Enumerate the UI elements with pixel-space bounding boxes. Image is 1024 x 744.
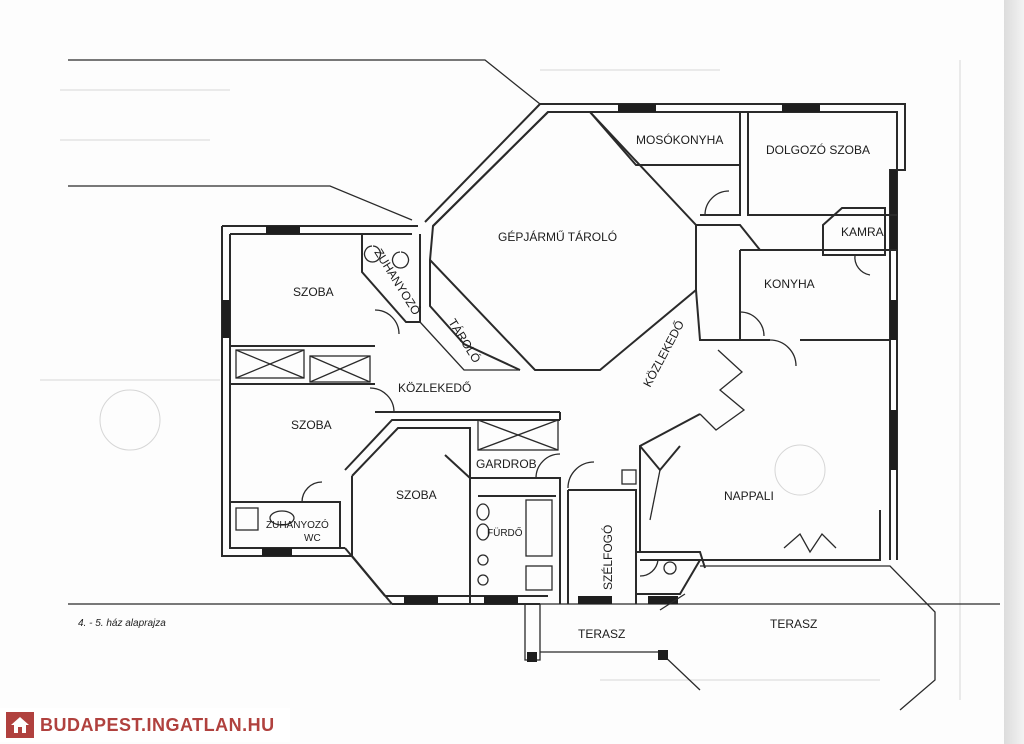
label-nappali: NAPPALI <box>724 489 774 503</box>
house-icon <box>6 712 34 738</box>
label-konyha: KONYHA <box>764 277 815 291</box>
label-szoba-2: SZOBA <box>291 418 332 432</box>
west-rooms <box>230 309 400 548</box>
label-szoba-1: SZOBA <box>293 285 334 299</box>
label-gardrob: GARDROB <box>476 457 537 471</box>
label-kozlekedo-1: KÖZLEKEDŐ <box>398 380 471 395</box>
label-terasz-2: TERASZ <box>770 617 817 631</box>
corridor-east <box>559 224 881 604</box>
north-rooms <box>589 111 897 216</box>
label-dolgozo-szoba: DOLGOZÓ SZOBA <box>766 142 870 157</box>
site-boundary <box>68 59 1000 605</box>
scan-edge <box>1004 0 1024 744</box>
label-terasz-1: TERASZ <box>578 627 625 641</box>
background-faint-lines <box>40 60 961 700</box>
label-kamra: KAMRA <box>841 225 884 239</box>
label-szelfogo: SZÉLFOGÓ <box>600 525 615 590</box>
label-wc: WC <box>304 533 321 544</box>
shower-storage-block <box>361 234 521 371</box>
plan-caption: 4. - 5. ház alaprajza <box>78 618 166 629</box>
windows <box>222 104 897 604</box>
label-tarolo: TÁROLÓ <box>445 316 484 366</box>
watermark: BUDAPEST.INGATLAN.HU <box>0 708 290 742</box>
label-furdo: FÜRDŐ <box>487 525 523 539</box>
kitchen-block <box>739 207 897 367</box>
label-mosokonyha: MOSÓKONYHA <box>636 132 723 147</box>
central-rooms <box>344 411 561 604</box>
label-zuhanyozo-1: ZUHANYOZÓ <box>371 246 424 318</box>
label-kozlekedo-2: KÖZLEKEDŐ <box>639 318 687 390</box>
label-szoba-3: SZOBA <box>396 488 437 502</box>
label-gepjarmu-tarolo: GÉPJÁRMŰ TÁROLÓ <box>498 229 617 244</box>
terrace-outlines <box>524 565 936 711</box>
label-zuhanyozo-2: ZUHANYOZÓ <box>266 518 329 531</box>
watermark-text: BUDAPEST.INGATLAN.HU <box>40 714 275 735</box>
